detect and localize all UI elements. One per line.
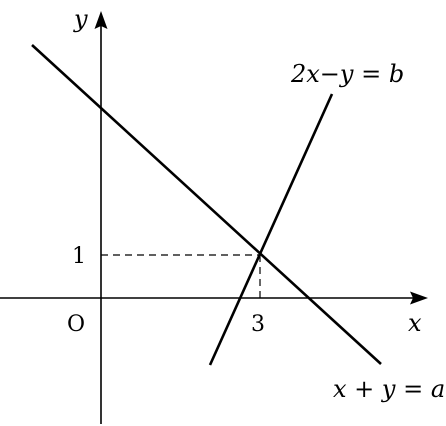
y-axis-arrow-icon xyxy=(94,11,108,29)
y-axis-label: y xyxy=(73,5,88,33)
origin-label: O xyxy=(67,312,85,337)
x-tick-label: 3 xyxy=(251,312,265,337)
equation-label-b: 2x−y = b xyxy=(290,60,404,88)
y-tick-label: 1 xyxy=(72,244,86,269)
line-x-plus-y-equals-a xyxy=(31,44,382,365)
line-2x-minus-y-equals-b xyxy=(208,93,334,366)
x-axis-label: x xyxy=(408,309,422,337)
equation-label-a: x + y = a xyxy=(333,375,445,403)
x-axis-arrow-icon xyxy=(410,291,428,305)
